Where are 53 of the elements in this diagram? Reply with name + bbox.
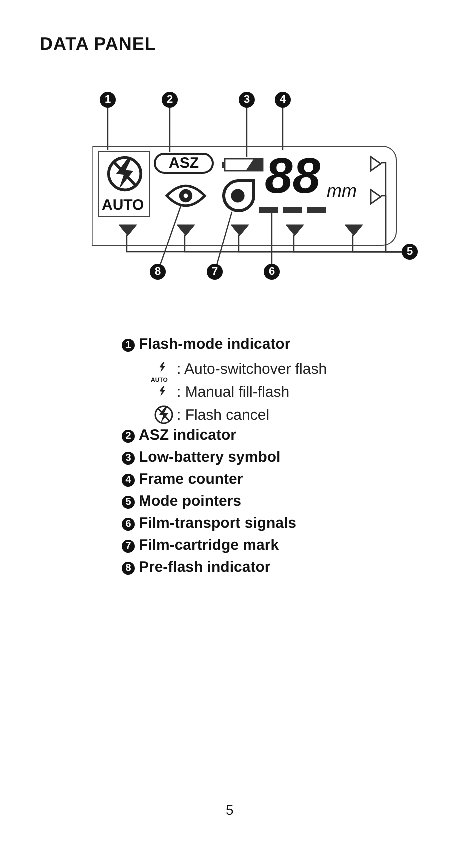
- lcd-panel: [92, 146, 397, 246]
- callout-number: 5: [122, 496, 135, 509]
- callout-number: 2: [122, 430, 135, 443]
- pointer-triangle: [286, 225, 304, 236]
- pointer-triangle: [370, 189, 382, 205]
- pointer-triangle: [231, 225, 249, 236]
- pointer-triangle: [345, 225, 363, 236]
- legend-heading: Mode pointers: [139, 493, 242, 510]
- callout-number: 2: [162, 92, 178, 108]
- legend-heading: Film-transport signals: [139, 515, 297, 532]
- digit-display: 88: [265, 147, 322, 205]
- leader-line: [169, 108, 171, 152]
- eye-icon: [166, 185, 206, 207]
- callout-number: 6: [264, 264, 280, 280]
- page-number: 5: [226, 802, 234, 818]
- legend-heading: Low-battery symbol: [139, 449, 281, 466]
- callout-number: 7: [122, 540, 135, 553]
- leader-line: [107, 108, 109, 150]
- leader-line: [352, 235, 402, 253]
- callout-number: 8: [122, 562, 135, 575]
- legend-text: : Manual fill-flash: [177, 384, 290, 401]
- battery-icon: [222, 158, 264, 172]
- unit-label: mm: [327, 181, 357, 202]
- asz-indicator: ASZ: [154, 153, 214, 174]
- legend-heading: ASZ indicator: [139, 427, 237, 444]
- callout-number: 4: [122, 474, 135, 487]
- legend-heading: Pre-flash indicator: [139, 559, 271, 576]
- pointer-triangle: [370, 156, 382, 172]
- legend-heading: Flash-mode indicator: [139, 336, 291, 353]
- legend-text: : Auto-switchover flash: [177, 361, 328, 378]
- callout-number: 1: [100, 92, 116, 108]
- flash-mode-indicator: [98, 151, 150, 217]
- mode-label: AUTO: [102, 197, 144, 214]
- callout-number: 5: [402, 244, 418, 260]
- leader-line: [160, 206, 182, 264]
- legend-heading: Frame counter: [139, 471, 244, 488]
- leader-line: [246, 108, 248, 157]
- pointer-triangle: [119, 225, 137, 236]
- film-cartridge-icon: [220, 179, 256, 213]
- callout-number: 4: [275, 92, 291, 108]
- leader-line: [271, 212, 273, 264]
- callout-number: 1: [122, 339, 135, 352]
- leader-line: [282, 108, 284, 150]
- page-title: DATA PANEL: [40, 34, 156, 55]
- leader-line: [216, 212, 233, 264]
- callout-number: 7: [207, 264, 223, 280]
- callout-number: 3: [239, 92, 255, 108]
- legend-heading: Film-cartridge mark: [139, 537, 280, 554]
- pointer-triangle: [177, 225, 195, 236]
- callout-number: 3: [122, 452, 135, 465]
- callout-number: 8: [150, 264, 166, 280]
- legend-text: : Flash cancel: [177, 407, 270, 424]
- callout-number: 6: [122, 518, 135, 531]
